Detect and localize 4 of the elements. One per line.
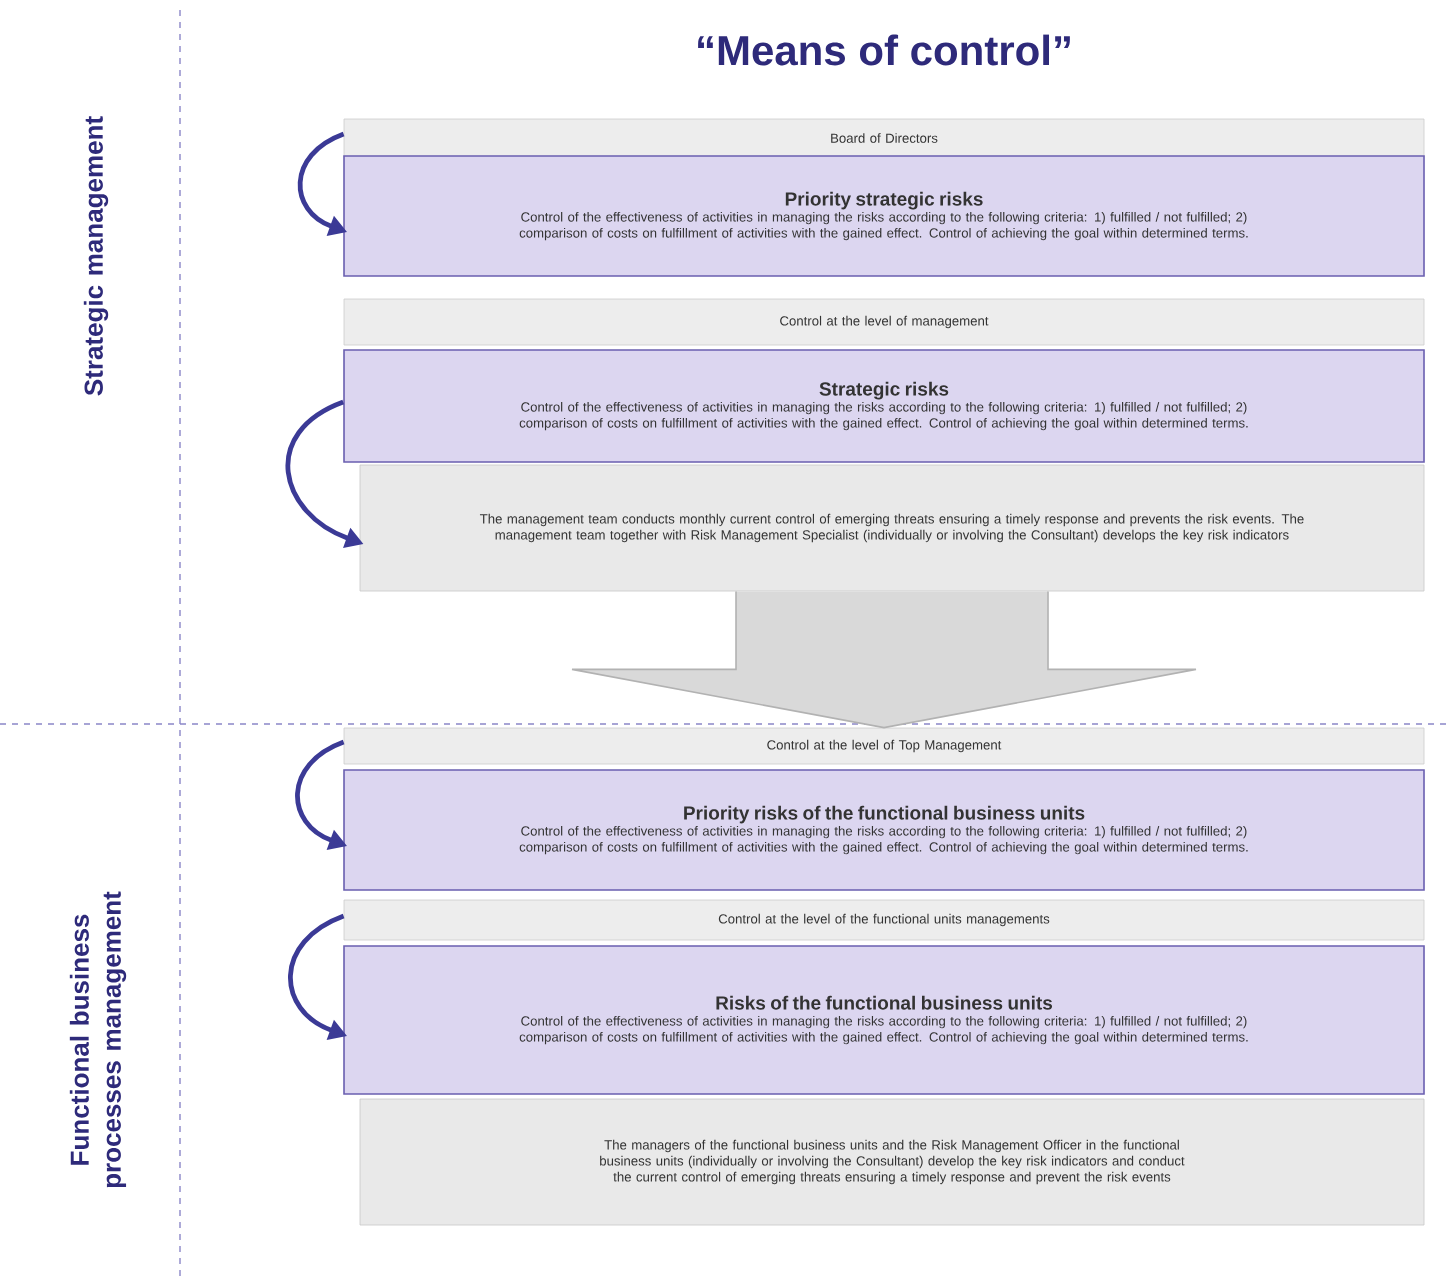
section-label: Strategic management [83,116,109,396]
section-label: Functional business processes management [69,891,127,1188]
block-arrow [571,590,1197,729]
title: “Means of control” [698,34,1070,66]
